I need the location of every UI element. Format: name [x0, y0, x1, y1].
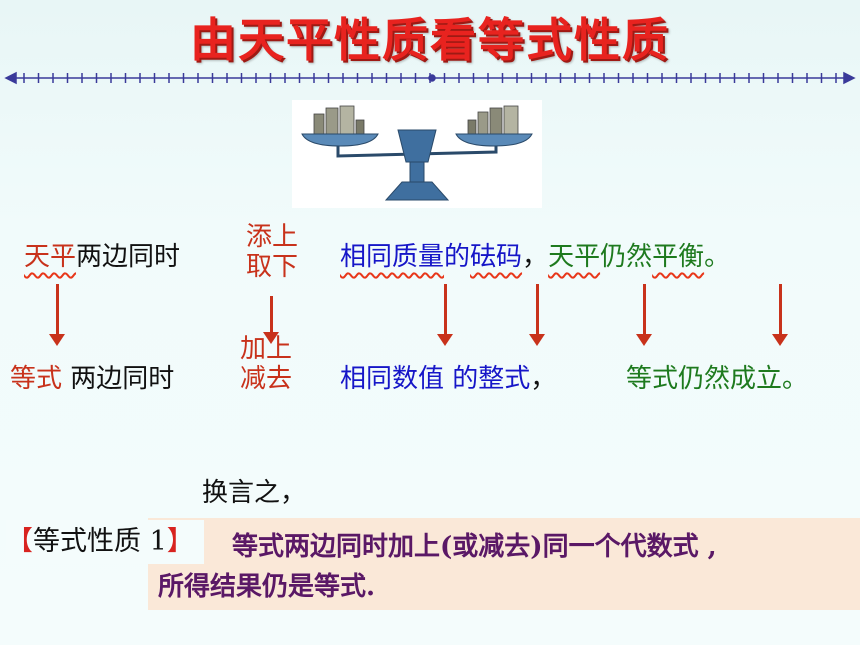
row1-result-b: 仍然: [600, 242, 653, 272]
row1-left-text: 天平两边同时: [24, 236, 180, 273]
property-tag: 【等式性质 1】: [6, 520, 204, 564]
property-tag-open: 【: [6, 526, 33, 557]
down-arrow-icon: [437, 284, 453, 346]
down-arrow-icon: [263, 296, 279, 344]
page-title: 由天平性质看等式性质: [190, 13, 670, 67]
row2-object-b: 的: [444, 364, 479, 394]
row1-object-c: 砝码: [470, 242, 523, 272]
row1-object-a: 相同质量: [340, 242, 445, 272]
down-arrow-icon: [49, 284, 65, 346]
row1-right-text: 相同质量的砝码，天平仍然平衡。: [340, 236, 730, 273]
row2-comma: ，: [530, 364, 557, 394]
down-arrow-icon: [772, 284, 788, 346]
row2-object-c: 整式: [478, 364, 531, 394]
row2-action-line1: 加上: [240, 334, 293, 364]
axis-origin-dot: [428, 74, 436, 82]
row2-result: 等式仍然成立。: [626, 364, 809, 394]
property-line1: 等式两边同时加上(或减去)同一个代数式 ,: [232, 532, 717, 562]
row1-action: 添上 取下: [246, 222, 298, 282]
row1-period: 。: [704, 242, 731, 272]
row1-subject: 天平: [24, 242, 77, 272]
property-box: [148, 518, 860, 610]
axis-left-arrow: [4, 71, 17, 85]
property-tag-text: 等式性质 1: [33, 526, 167, 557]
row2-action: 加上 减去: [240, 334, 292, 394]
row2-object-a: 相同数值: [340, 364, 445, 394]
number-line-divider: [4, 71, 856, 85]
lead-in-text: 换言之，: [202, 478, 307, 508]
row1-action-line2: 取下: [246, 252, 299, 282]
row1-rest: 两边同时: [76, 242, 181, 272]
row2-right-text: 相同数值 的整式，: [340, 358, 556, 395]
row1-action-line1: 添上: [246, 222, 299, 252]
balance-scale-icon: [292, 100, 542, 208]
row1-object-b: 的: [444, 242, 471, 272]
row1-result-a: 天平: [548, 242, 601, 272]
row1-comma: ，: [522, 242, 549, 272]
row1-result-c: 平衡: [652, 242, 705, 272]
property-tag-close: 】: [166, 526, 194, 557]
row2-action-line2: 减去: [240, 364, 293, 394]
property-line2: 所得结果仍是等式.: [158, 572, 376, 602]
down-arrow-icon: [636, 284, 652, 346]
axis-right-arrow: [843, 71, 856, 85]
row2-rest: 两边同时: [62, 364, 175, 394]
row2-left-text: 等式 两边同时: [10, 358, 174, 395]
down-arrow-icon: [529, 284, 545, 346]
row2-subject: 等式: [10, 364, 63, 394]
